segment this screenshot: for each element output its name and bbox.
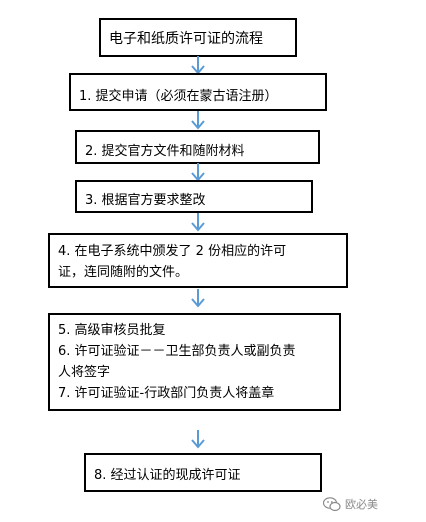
down-arrow-icon (191, 289, 205, 308)
flow-title-box: 电子和纸质许可证的流程 (99, 18, 297, 57)
down-arrow-icon (191, 111, 205, 130)
step-6-text-line-1: 6. 许可证验证－－卫生部负责人或副负责 (58, 344, 296, 359)
step-4-box: 4. 在电子系统中颁发了 2 份相应的许可 证，连同随附的文件。 (48, 233, 348, 288)
step-4-text-line-1: 4. 在电子系统中颁发了 2 份相应的许可 (58, 244, 287, 259)
step-8-box: 8. 经过认证的现成许可证 (84, 453, 322, 492)
step-8-text: 8. 经过认证的现成许可证 (94, 468, 241, 483)
step-6-text-line-2: 人将签字 (58, 365, 111, 380)
step-1-box: 1. 提交申请（必须在蒙古语注册） (69, 73, 327, 111)
step-5-text: 5. 高级审核员批复 (58, 323, 166, 338)
step-5-7-box: 5. 高级审核员批复 6. 许可证验证－－卫生部负责人或副负责 人将签字 7. … (48, 313, 341, 411)
down-arrow-icon (191, 430, 205, 449)
step-3-text: 3. 根据官方要求整改 (85, 193, 206, 208)
step-4-text-line-2: 证，连同随附的文件。 (58, 265, 189, 280)
step-2-text: 2. 提交官方文件和随附材料 (85, 144, 245, 159)
down-arrow-icon (191, 213, 205, 232)
wechat-icon (323, 496, 341, 511)
flow-title: 电子和纸质许可证的流程 (109, 31, 263, 47)
step-7-text: 7. 许可证验证-行政部门负责人将盖章 (58, 386, 275, 401)
watermark: 欧必美 (323, 496, 378, 512)
step-3-box: 3. 根据官方要求整改 (75, 180, 313, 213)
watermark-text: 欧必美 (345, 498, 378, 511)
step-2-box: 2. 提交官方文件和随附材料 (75, 130, 320, 164)
step-1-text: 1. 提交申请（必须在蒙古语注册） (79, 89, 278, 104)
